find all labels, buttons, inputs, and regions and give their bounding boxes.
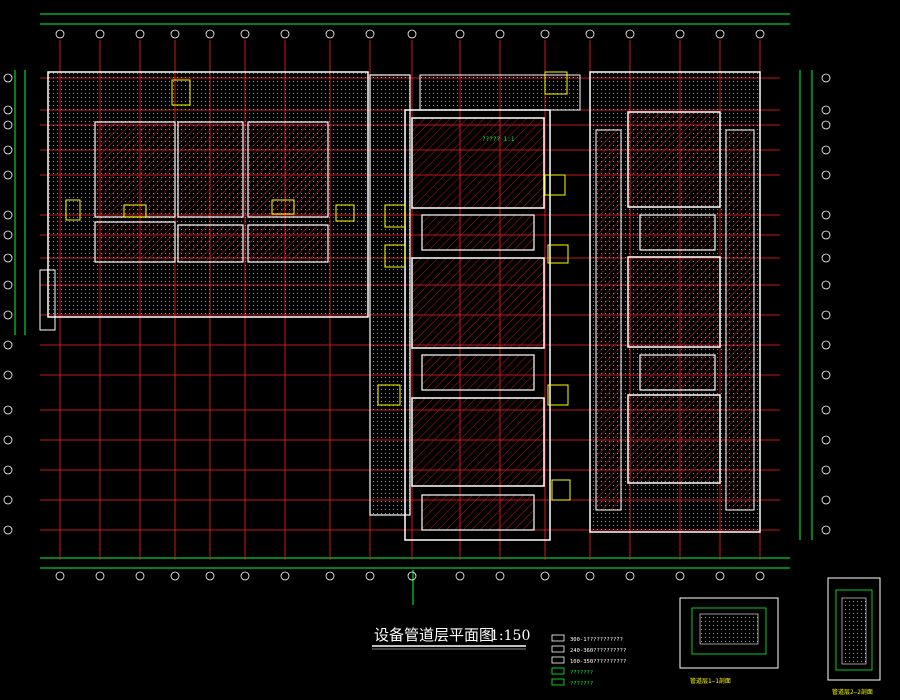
legend-item: 240-360?????????? bbox=[570, 648, 626, 654]
room-annotation: ????? 1:1 bbox=[482, 136, 515, 143]
legend-item: 100-350?????????? bbox=[570, 659, 626, 665]
axis-bubbles bbox=[3, 29, 831, 581]
legend-item: ??????? bbox=[570, 681, 593, 687]
detail1-caption: 管道层1—1剖面 bbox=[690, 677, 731, 685]
section-detail-1: 管道层1—1剖面 bbox=[679, 597, 779, 685]
drawing-title: 设备管道层平面图 bbox=[374, 626, 494, 644]
legend: 300-1??????????? 240-360?????????? 100-350… bbox=[551, 634, 626, 687]
section-detail-2: 管道层2—2剖面 bbox=[827, 577, 881, 696]
legend-item: 300-1??????????? bbox=[570, 637, 623, 643]
legend-item: ??????? bbox=[570, 670, 593, 676]
equipment-symbols bbox=[65, 71, 571, 501]
drawing-scale: 1:150 bbox=[490, 628, 530, 644]
building-plan bbox=[39, 71, 761, 541]
dimension-lines bbox=[14, 13, 813, 605]
detail2-caption: 管道层2—2剖面 bbox=[832, 688, 873, 696]
